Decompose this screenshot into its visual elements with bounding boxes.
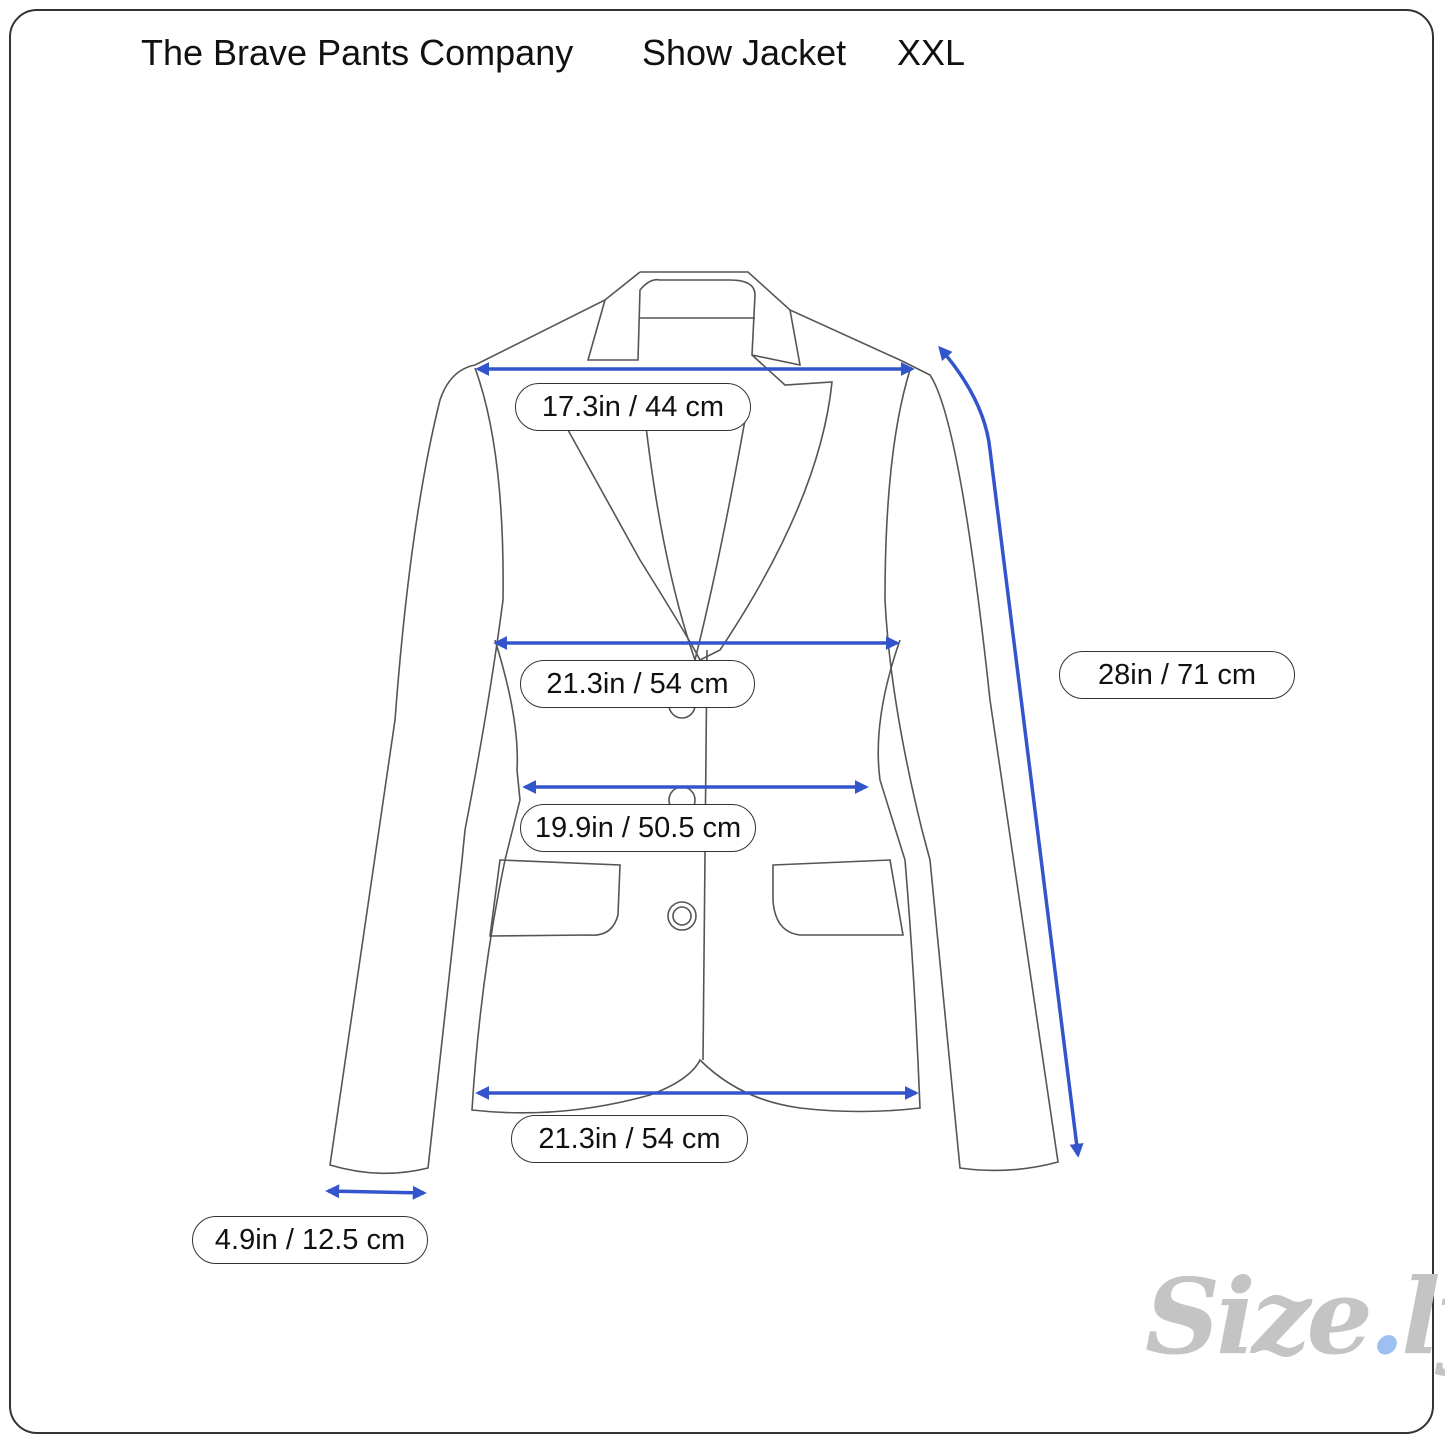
size-label: XXL [897,32,966,73]
cuff-measurement: 4.9in / 12.5 cm [192,1216,428,1264]
frame [9,9,1434,1434]
waist-measurement: 19.9in / 50.5 cm [520,804,756,852]
chest-measurement: 21.3in / 54 cm [520,660,755,708]
brand-name: The Brave Pants Company [141,32,574,73]
product-name: Show Jacket [642,32,847,73]
cuff-arrow [325,1184,427,1200]
sleeve-arrow [938,345,1084,1158]
hem-measurement: 21.3in / 54 cm [511,1115,748,1163]
measurement-arrows [325,345,1084,1200]
sleeve-length-measurement: 28in / 71 cm [1059,651,1295,699]
jacket-outline [329,271,1059,1175]
sizely-logo: Size.ly [1145,1255,1445,1378]
shoulder-measurement: 17.3in / 44 cm [515,383,751,431]
